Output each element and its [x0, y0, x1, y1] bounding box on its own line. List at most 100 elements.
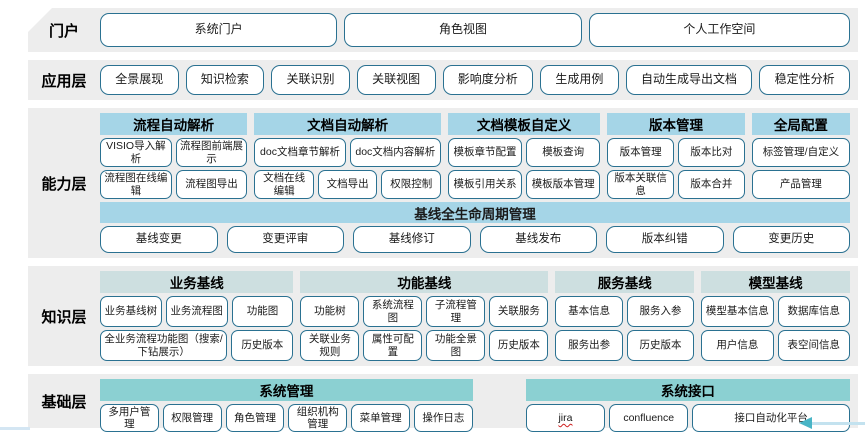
- layer-label-foundation: 基础层: [41, 393, 87, 411]
- feature-button-label: 功能树: [314, 305, 346, 318]
- feature-button[interactable]: 属性可配置: [363, 330, 423, 361]
- baseline-button[interactable]: 基线发布: [479, 226, 597, 253]
- feature-button[interactable]: doc文档内容解析: [349, 138, 441, 167]
- feature-button-label: 全景展现: [115, 72, 164, 87]
- feature-button[interactable]: 产品管理: [751, 170, 851, 199]
- feature-button[interactable]: 版本合并: [678, 170, 745, 199]
- feature-button[interactable]: 关联业务规则: [300, 330, 360, 361]
- feature-button[interactable]: 组织机构管理: [288, 404, 348, 433]
- portal-button[interactable]: 系统门户: [100, 13, 338, 47]
- baseline-button[interactable]: 变更评审: [226, 226, 344, 253]
- feature-button[interactable]: 模板章节配置: [447, 138, 523, 167]
- feature-button[interactable]: 模板版本管理: [526, 170, 601, 199]
- feature-button[interactable]: 关联服务: [489, 296, 549, 327]
- feature-button[interactable]: 模板查询: [526, 138, 601, 167]
- feature-button[interactable]: 版本关联信息: [607, 170, 675, 199]
- arrow-line: [809, 422, 865, 425]
- feature-button[interactable]: 系统流程图: [363, 296, 423, 327]
- feature-button[interactable]: 基本信息: [555, 296, 623, 327]
- feature-button[interactable]: 文档导出: [317, 170, 378, 199]
- feature-button[interactable]: 表空间信息: [777, 330, 850, 361]
- feature-button[interactable]: 操作日志: [413, 404, 473, 433]
- feature-button-label: 变更评审: [262, 232, 309, 245]
- group-button-row: 功能树 系统流程图子流程管理关联服务: [300, 296, 549, 327]
- feature-button[interactable]: 多用户管理: [100, 404, 159, 433]
- feature-button[interactable]: 子流程管理: [426, 296, 486, 327]
- application-button[interactable]: 知识检索: [185, 65, 265, 95]
- feature-button[interactable]: 业务流程图: [165, 296, 228, 327]
- group-header: 文档自动解析: [254, 113, 441, 135]
- feature-button-label: 用户信息: [716, 339, 759, 352]
- application-button[interactable]: 关联视图: [356, 65, 436, 95]
- feature-button[interactable]: 流程图前端展示: [175, 138, 248, 167]
- feature-button[interactable]: 权限控制: [381, 170, 441, 199]
- feature-button[interactable]: 接口自动化平台: [692, 404, 850, 433]
- feature-button[interactable]: 历史版本: [489, 330, 549, 361]
- feature-button-label: 权限控制: [390, 178, 433, 191]
- feature-button-label: 产品管理: [779, 178, 822, 191]
- feature-button[interactable]: 菜单管理: [351, 404, 410, 433]
- feature-button[interactable]: 数据库信息: [777, 296, 850, 327]
- application-button[interactable]: 全景展现: [100, 65, 179, 95]
- feature-button[interactable]: 服务出参: [555, 330, 623, 361]
- feature-button[interactable]: 业务基线树: [100, 296, 162, 327]
- feature-button[interactable]: 版本管理: [607, 138, 675, 167]
- feature-button[interactable]: doc文档章节解析: [254, 138, 346, 167]
- feature-button[interactable]: VISIO导入解析: [100, 138, 172, 167]
- feature-button-label: 版本关联信息: [614, 172, 667, 197]
- feature-button[interactable]: 标签管理/自定义: [751, 138, 851, 167]
- layer-content: 全景展现 知识检索关联识别关联视图影响度分析生成用例 自动生成导出文档 稳定性分析: [100, 65, 850, 95]
- baseline-button-row: 基线变更 变更评审 基线修订 基线发布版本纠错变更历史: [100, 226, 850, 253]
- feature-button[interactable]: 功能树: [300, 296, 360, 327]
- application-button[interactable]: 生成用例: [540, 65, 619, 95]
- group-header: 模型基线: [701, 271, 850, 293]
- baseline-button[interactable]: 基线变更: [100, 226, 218, 253]
- feature-button[interactable]: confluence: [609, 404, 689, 433]
- baseline-button[interactable]: 基线修订: [353, 226, 471, 253]
- application-button[interactable]: 关联识别: [271, 65, 350, 95]
- feature-button[interactable]: 文档在线编辑: [254, 170, 314, 199]
- feature-button-label: 文档导出: [326, 178, 369, 191]
- group-knowledge-1: 功能基线功能树 系统流程图子流程管理关联服务关联业务规则属性可配置功能全景图历史版…: [300, 271, 549, 361]
- portal-button[interactable]: 角色视图: [344, 13, 582, 47]
- feature-button-label: 模板版本管理: [531, 178, 595, 191]
- feature-button[interactable]: 用户信息: [701, 330, 774, 361]
- application-button[interactable]: 自动生成导出文档: [625, 65, 753, 95]
- feature-button[interactable]: 模型基本信息: [701, 296, 774, 327]
- feature-button[interactable]: 服务入参: [626, 296, 695, 327]
- group-header: 业务基线: [100, 271, 294, 293]
- feature-button-label: 角色管理: [233, 412, 276, 425]
- group-header: 功能基线: [300, 271, 549, 293]
- group-button-row: 流程图在线编辑流程图导出: [100, 170, 248, 199]
- left-arrow-decoration: [799, 417, 865, 429]
- group-button-row: 用户信息 表空间信息: [701, 330, 850, 361]
- portal-button[interactable]: 个人工作空间: [588, 13, 850, 47]
- application-button[interactable]: 影响度分析: [442, 65, 534, 95]
- feature-button[interactable]: 全业务流程功能图（搜索/下钻展示）: [100, 330, 228, 361]
- group-button-row: 模板引用关系模板版本管理: [447, 170, 601, 199]
- feature-button[interactable]: 权限管理: [162, 404, 222, 433]
- feature-button[interactable]: 历史版本: [231, 330, 294, 361]
- feature-button[interactable]: 功能图: [231, 296, 294, 327]
- feature-button[interactable]: 流程图导出: [175, 170, 248, 199]
- feature-button[interactable]: 角色管理: [225, 404, 285, 433]
- feature-button-label: 基本信息: [568, 305, 611, 318]
- feature-button[interactable]: 模板引用关系: [447, 170, 523, 199]
- feature-button-label: 多用户管理: [108, 406, 151, 431]
- feature-button[interactable]: 历史版本: [626, 330, 695, 361]
- baseline-button[interactable]: 变更历史: [732, 226, 850, 253]
- feature-button[interactable]: 流程图在线编辑: [100, 170, 172, 199]
- feature-button-label: 接口自动化平台: [734, 412, 808, 425]
- groups-row: 业务基线业务基线树业务流程图功能图全业务流程功能图（搜索/下钻展示）历史版本功能…: [100, 271, 850, 361]
- application-button[interactable]: 稳定性分析: [759, 65, 850, 95]
- feature-button-label: 自动生成导出文档: [641, 72, 738, 87]
- feature-button[interactable]: jira: [525, 404, 606, 433]
- group-button-row: 模板章节配置模板查询: [447, 138, 601, 167]
- feature-button-label: 子流程管理: [434, 299, 477, 324]
- baseline-button[interactable]: 版本纠错: [606, 226, 724, 253]
- feature-button[interactable]: 版本比对: [678, 138, 745, 167]
- layer-content: 系统门户角色视图个人工作空间: [100, 13, 850, 47]
- feature-button-label: 基线修订: [388, 232, 435, 245]
- feature-button[interactable]: 功能全景图: [426, 330, 486, 361]
